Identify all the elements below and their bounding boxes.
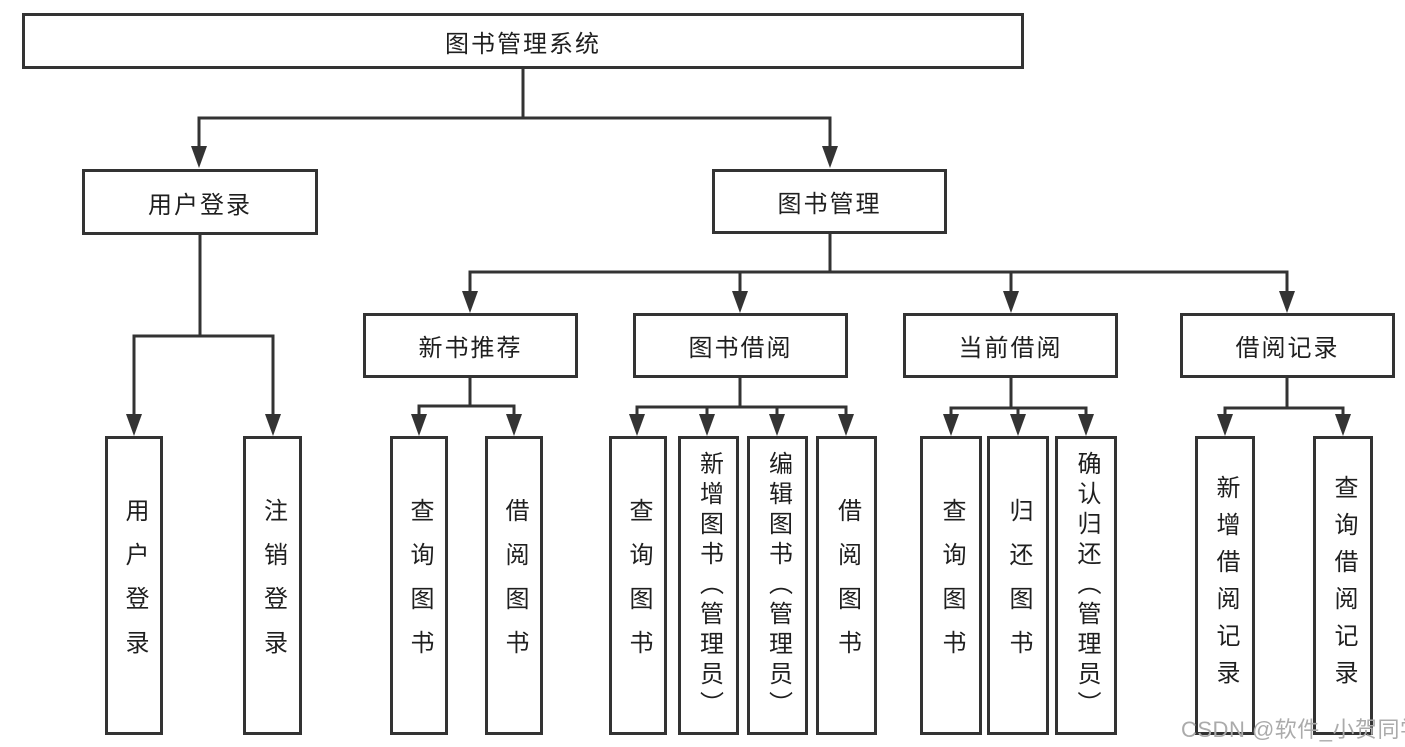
connector-book-mgmt [462,232,1295,313]
node-root: 图书管理系统 [22,13,1024,69]
leaf-new-books-borrow: 借阅图书 [485,436,543,735]
leaf-borrow-query-books: 查询图书 [609,436,667,735]
connector-borrow-records [1217,377,1351,436]
node-book-borrow: 图书借阅 [633,313,848,378]
leaf-add-books-admin: 新增图书（管理员） [678,436,739,735]
leaf-user-login: 用户登录 [105,436,163,735]
leaf-query-borrow-record: 查询借阅记录 [1313,436,1373,735]
node-new-books: 新书推荐 [363,313,578,378]
leaf-new-books-query: 查询图书 [390,436,448,735]
connector-new-books [411,377,522,436]
leaf-edit-books-admin: 编辑图书（管理员） [747,436,808,735]
watermark: CSDN @软件_小贺同学 [1181,717,1405,742]
leaf-return-books: 归还图书 [987,436,1049,735]
leaf-logout: 注销登录 [243,436,302,735]
leaf-borrow-books: 借阅图书 [816,436,877,735]
leaf-confirm-return-admin: 确认归还（管理员） [1055,436,1117,735]
connector-root [191,68,838,168]
node-current-borrow: 当前借阅 [903,313,1118,378]
node-user-login: 用户登录 [82,169,318,235]
leaf-current-query-books: 查询图书 [920,436,982,735]
leaf-add-borrow-record: 新增借阅记录 [1195,436,1255,735]
node-borrow-records: 借阅记录 [1180,313,1395,378]
node-book-mgmt: 图书管理 [712,169,947,234]
connector-user-login [126,234,281,436]
connector-current-borrow [943,377,1094,436]
connector-book-borrow [629,377,854,436]
